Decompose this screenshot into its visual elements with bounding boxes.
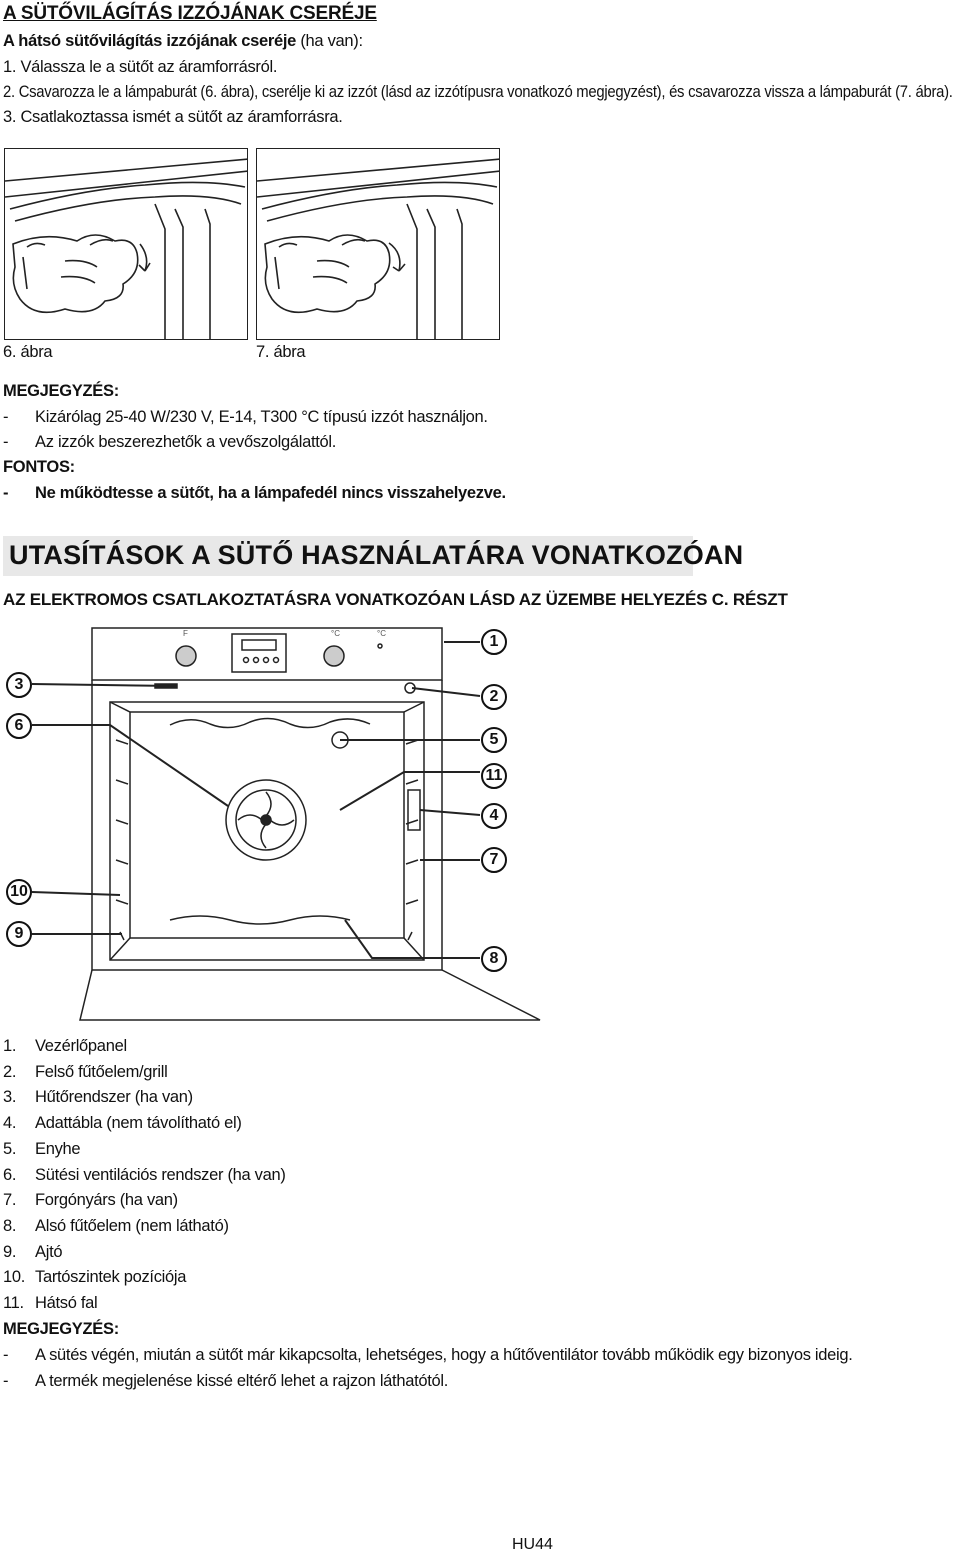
list-item: 3.Hűtőrendszer (ha van) <box>3 1088 193 1107</box>
list-item: 1.Vezérlőpanel <box>3 1037 127 1055</box>
note-heading: MEGJEGYZÉS: <box>3 382 119 400</box>
callout-6: 6 <box>6 713 32 739</box>
callout-5: 5 <box>481 727 507 753</box>
step-3: 3. Csatlakoztassa ismét a sütőt az áramf… <box>3 108 343 126</box>
figure-6-label: 6. ábra <box>3 343 53 361</box>
section-banner: UTASÍTÁSOK A SÜTŐ HASZNÁLATÁRA VONATKOZÓ… <box>3 536 743 576</box>
lamp-subtitle-rest: (ha van): <box>296 32 363 50</box>
note2-item: -A sütés végén, miután a sütőt már kikap… <box>3 1346 853 1364</box>
list-item: 4.Adattábla (nem távolítható el) <box>3 1114 242 1133</box>
panel-mark: °C <box>331 629 340 638</box>
figure-6-illustration <box>4 148 248 340</box>
section-title: A SÜTŐVILÁGÍTÁS IZZÓJÁNAK CSERÉJE <box>3 3 377 24</box>
figure-7-label: 7. ábra <box>256 343 306 361</box>
figure-6-drawing <box>5 158 247 339</box>
note-item: -Kizárólag 25-40 W/230 V, E-14, T300 °C … <box>3 408 488 426</box>
important-heading: FONTOS: <box>3 458 75 476</box>
callout-10: 10 <box>6 879 32 905</box>
figure-7-illustration <box>256 148 500 340</box>
panel-mark: °C <box>377 629 386 638</box>
oven-diagram: F °C °C <box>31 627 541 1021</box>
callout-7: 7 <box>481 847 507 873</box>
important-item: -Ne működtesse a sütőt, ha a lámpafedél … <box>3 484 506 502</box>
callout-2: 2 <box>481 684 507 710</box>
lamp-subtitle-bold: A hátsó sütővilágítás izzójának cseréje <box>3 32 297 50</box>
list-item: 11.Hátsó fal <box>3 1294 98 1312</box>
note-item: -Az izzók beszerezhetők a vevőszolgálatt… <box>3 433 337 451</box>
callout-4: 4 <box>481 803 507 829</box>
callout-1: 1 <box>481 629 507 655</box>
list-item: 7.Forgónyárs (ha van) <box>3 1191 178 1210</box>
lamp-subtitle: A hátsó sütővilágítás izzójának cseréje … <box>3 32 363 51</box>
callout-11: 11 <box>481 763 507 789</box>
page-number: HU44 <box>512 1536 553 1553</box>
electrical-subheading: AZ ELEKTROMOS CSATLAKOZTATÁSRA VONATKOZÓ… <box>3 590 788 609</box>
note2-item: -A termék megjelenése kissé eltérő lehet… <box>3 1372 449 1390</box>
step-1: 1. Válassza le a sütőt az áramforrásról. <box>3 58 278 76</box>
list-item: 2.Felső fűtőelem/grill <box>3 1062 168 1081</box>
list-item: 10.Tartószintek pozíciója <box>3 1268 187 1287</box>
callout-9: 9 <box>6 921 32 947</box>
list-item: 9.Ajtó <box>3 1242 63 1261</box>
note2-heading: MEGJEGYZÉS: <box>3 1320 119 1338</box>
list-item: 5.Enyhe <box>3 1139 81 1158</box>
callout-3: 3 <box>6 672 32 698</box>
figure-7-drawing <box>257 158 499 339</box>
panel-mark: F <box>183 629 188 638</box>
list-item: 6.Sütési ventilációs rendszer (ha van) <box>3 1165 286 1184</box>
callout-8: 8 <box>481 946 507 972</box>
list-item: 8.Alsó fűtőelem (nem látható) <box>3 1216 229 1235</box>
section-banner-text: UTASÍTÁSOK A SÜTŐ HASZNÁLATÁRA VONATKOZÓ… <box>9 540 744 570</box>
step-2: 2. Csavarozza le a lámpaburát (6. ábra),… <box>3 83 953 101</box>
